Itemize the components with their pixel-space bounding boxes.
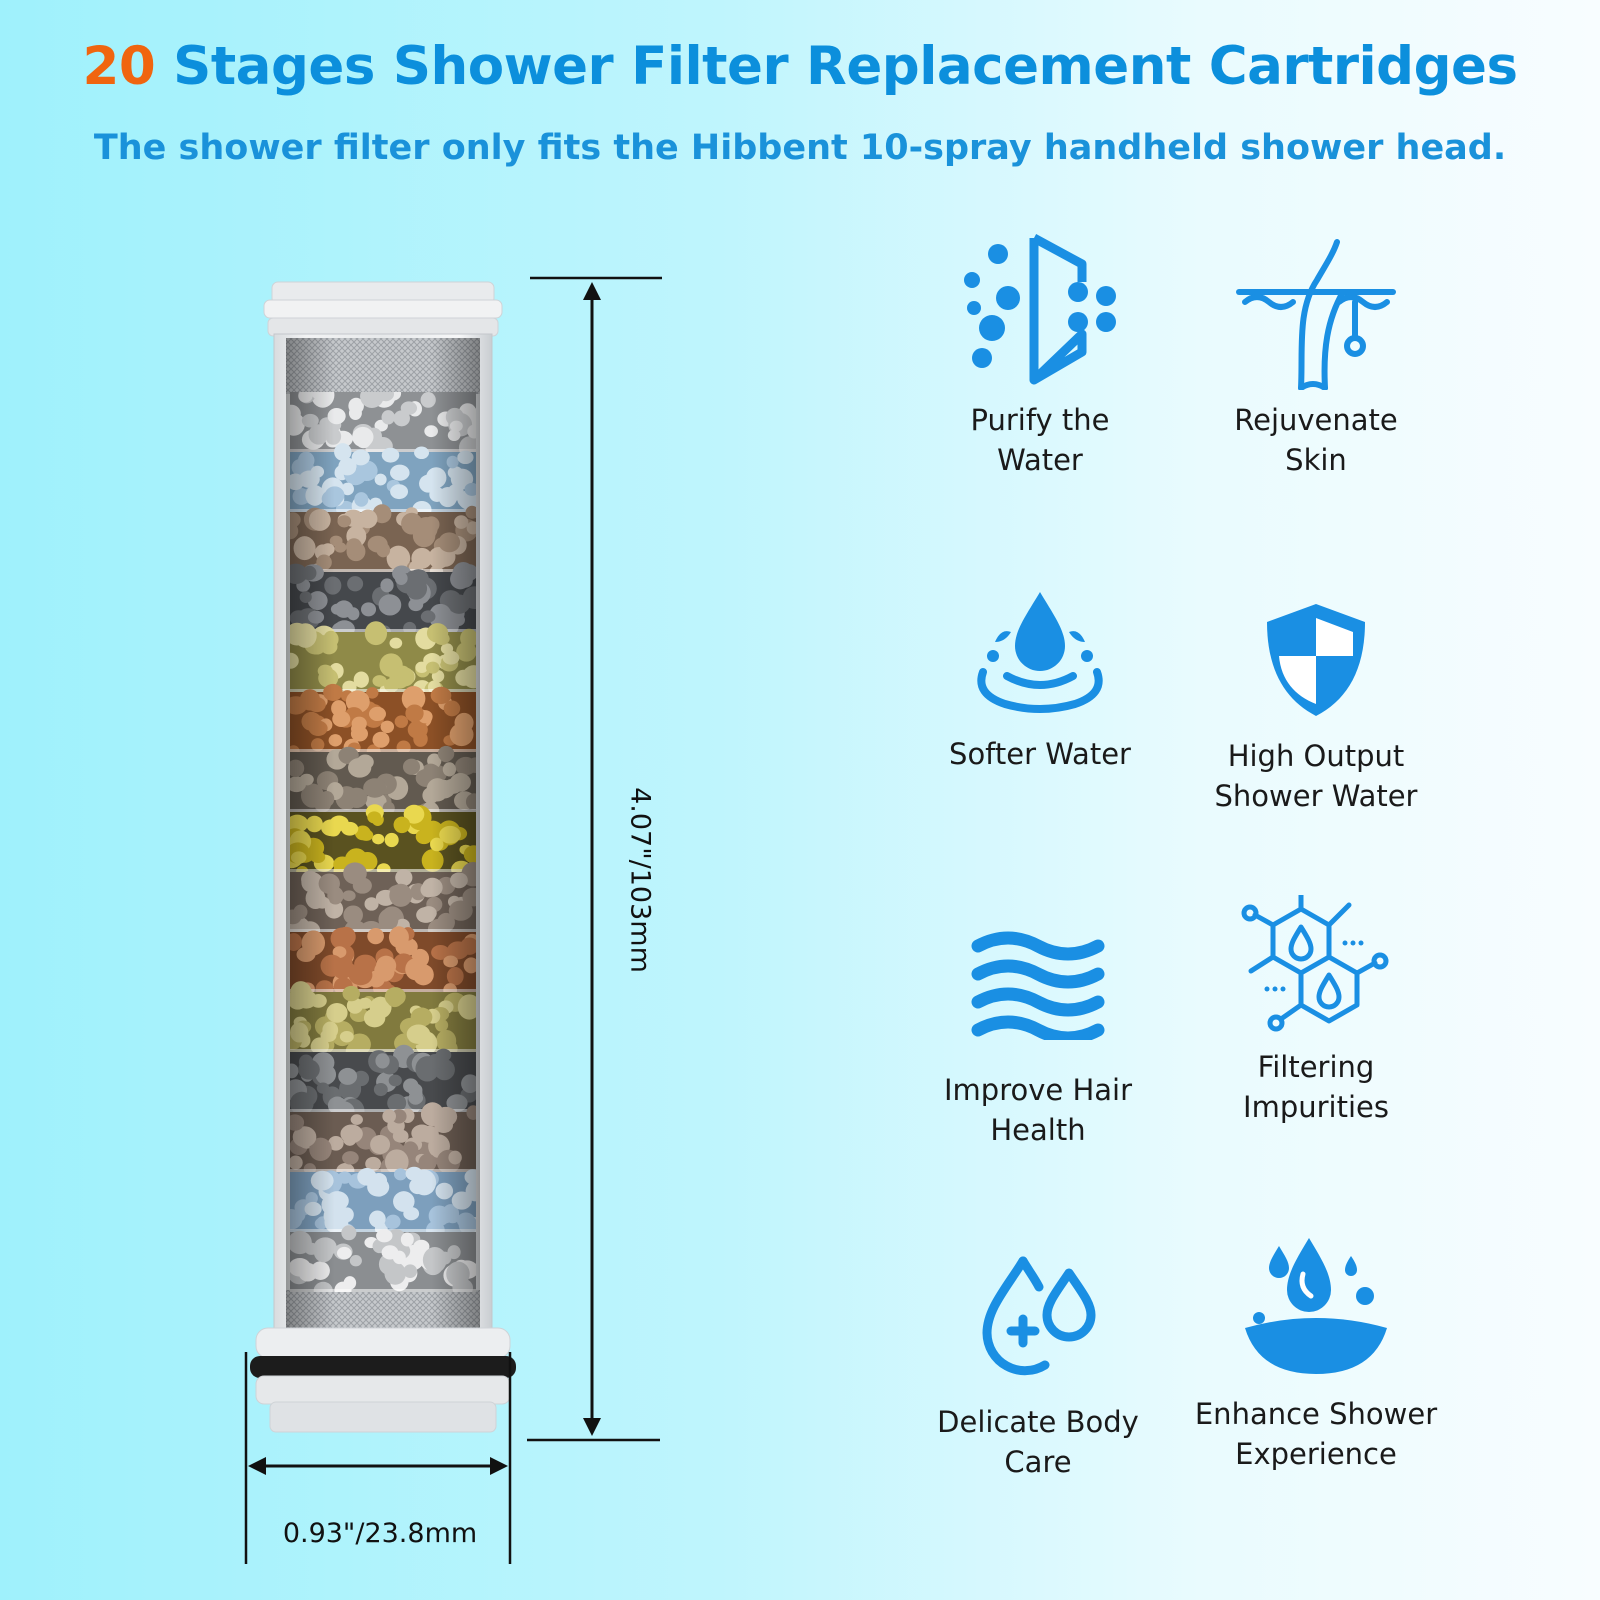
feature-softer-water: Softer Water [910,590,1170,774]
feature-label: Rejuvenate Skin [1234,403,1398,477]
feature-high-output: High Output Shower Water [1186,600,1446,816]
skin-icon [1236,239,1396,390]
filter-cartridge-illustration [244,276,662,1564]
page-subtitle: The shower filter only fits the Hibbent … [93,128,1507,168]
title-number: 20 [82,36,156,97]
feature-label: Purify the Water [970,403,1110,477]
feature-label: High Output Shower Water [1214,739,1418,813]
feature-label: Enhance Shower Experience [1194,1397,1438,1471]
feature-improve-hair: Improve Hair Health [908,930,1168,1150]
drops-plus-icon [982,1256,1096,1376]
feature-label: Delicate Body Care [937,1405,1139,1479]
feature-purify-water: Purify the Water [910,230,1170,480]
feature-delicate-body-care: Delicate Body Care [908,1255,1168,1482]
feature-label: Softer Water [949,737,1131,771]
drop-bowl-icon [1245,1238,1387,1374]
waves-icon [971,931,1105,1040]
feature-filtering-impurities: Filtering Impurities [1186,895,1446,1127]
feature-enhance-shower: Enhance Shower Experience [1186,1238,1446,1474]
page-title: 20 Stages Shower Filter Replacement Cart… [0,36,1600,97]
height-dimension-label: 4.07"/103mm [624,787,656,973]
purify-water-icon [964,234,1116,385]
width-dimension-label: 0.93"/23.8mm [282,1518,478,1549]
water-drop-splash-icon [977,592,1103,713]
molecule-icon [1241,895,1389,1032]
shield-icon [1267,604,1365,716]
feature-label: Filtering Impurities [1243,1050,1389,1124]
feature-label: Improve Hair Health [943,1073,1133,1147]
feature-rejuvenate-skin: Rejuvenate Skin [1186,230,1446,480]
title-text: Stages Shower Filter Replacement Cartrid… [155,36,1518,97]
